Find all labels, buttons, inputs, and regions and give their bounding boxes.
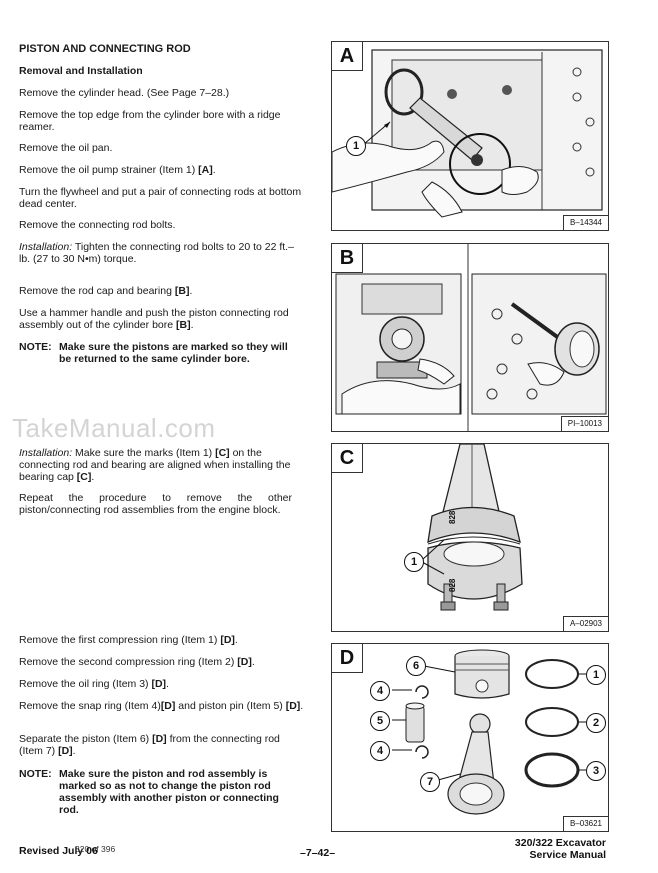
- step-rod-cap: Remove the rod cap and bearing [B].: [19, 285, 193, 297]
- subsection-title: Removal and Installation: [19, 65, 143, 77]
- callout-1: 1: [586, 665, 606, 685]
- step-oil-pan: Remove the oil pan.: [19, 142, 113, 154]
- step-oil-ring: Remove the oil ring (Item 3) [D].: [19, 678, 169, 690]
- step-first-ring: Remove the first compression ring (Item …: [19, 634, 238, 646]
- footer-page-number: –7–42–: [300, 847, 336, 859]
- installation-label: Installation:: [19, 241, 73, 253]
- repeat-procedure: Repeat the procedure to remove the other…: [19, 492, 292, 516]
- note-text: Make sure the pistons are marked so they…: [59, 341, 288, 365]
- callout-3: 3: [586, 761, 606, 781]
- figure-b: B PI–10013: [331, 243, 609, 432]
- note-label: NOTE:: [19, 341, 52, 353]
- step-second-ring: Remove the second compression ring (Item…: [19, 656, 255, 668]
- note-assembly-marked: NOTE: Make sure the piston and rod assem…: [19, 768, 304, 816]
- section-title: PISTON AND CONNECTING ROD: [19, 43, 191, 55]
- mark-828-upper: 828: [448, 510, 457, 524]
- figure-b-illustration: [335, 244, 607, 431]
- step-hammer-handle: Use a hammer handle and push the piston …: [19, 307, 289, 331]
- callout-7: 7: [420, 772, 440, 792]
- step-rod-bolts: Remove the connecting rod bolts.: [19, 219, 176, 231]
- figure-d-illustration: [392, 649, 586, 815]
- figure-code: B–03621: [562, 816, 608, 831]
- callout-1: 1: [404, 552, 424, 572]
- figure-a: A 1 B–14344: [331, 41, 609, 231]
- footer-manual: Service Manual: [529, 849, 606, 861]
- callout-1: 1: [346, 136, 366, 156]
- callout-4-upper: 4: [370, 681, 390, 701]
- figure-letter: B: [332, 244, 363, 273]
- figure-c-illustration: [421, 444, 523, 611]
- note-label: NOTE:: [19, 768, 52, 780]
- footer-manual-title: 320/322 Excavator Service Manual: [480, 837, 606, 861]
- figure-letter: D: [332, 644, 363, 673]
- installation-marks: Installation: Make sure the marks (Item …: [19, 447, 291, 483]
- mark-828-lower: 828: [448, 578, 457, 592]
- callout-6: 6: [406, 656, 426, 676]
- watermark: TakeManual.com: [12, 413, 216, 443]
- note-text: Make sure the piston and rod assembly is…: [59, 768, 279, 816]
- step-oil-strainer: Remove the oil pump strainer (Item 1) [A…: [19, 164, 216, 176]
- callout-2: 2: [586, 713, 606, 733]
- figure-letter: A: [332, 42, 363, 71]
- step-snap-ring: Remove the snap ring (Item 4)[D] and pis…: [19, 700, 304, 712]
- callout-4-lower: 4: [370, 741, 390, 761]
- footer-model: 320/322 Excavator: [514, 837, 606, 849]
- figure-ref: [A]: [198, 164, 213, 176]
- figure-code: PI–10013: [560, 416, 608, 431]
- step-remove-head: Remove the cylinder head. (See Page 7–28…: [19, 87, 230, 99]
- figure-code: B–14344: [562, 215, 608, 230]
- note-pistons-marked: NOTE: Make sure the pistons are marked s…: [19, 341, 304, 365]
- callout-5: 5: [370, 711, 390, 731]
- step-ridge-reamer: Remove the top edge from the cylinder bo…: [19, 109, 281, 133]
- figure-code: A–02903: [562, 616, 608, 631]
- figure-letter: C: [332, 444, 363, 473]
- installation-torque: Installation: Tighten the connecting rod…: [19, 241, 294, 265]
- footer-page-overlay: 320 of 396: [75, 844, 116, 854]
- figure-d: D 6 4 5 4 7 1 2 3 B–03621: [331, 643, 609, 832]
- figure-c: C 828 828 1 A–02903: [331, 443, 609, 632]
- figure-a-illustration: [332, 49, 603, 218]
- footer-revision: Revised July 06: [19, 845, 98, 857]
- step-separate-piston: Separate the piston (Item 6) [D] from th…: [19, 733, 280, 757]
- step-flywheel: Turn the flywheel and put a pair of conn…: [19, 186, 302, 210]
